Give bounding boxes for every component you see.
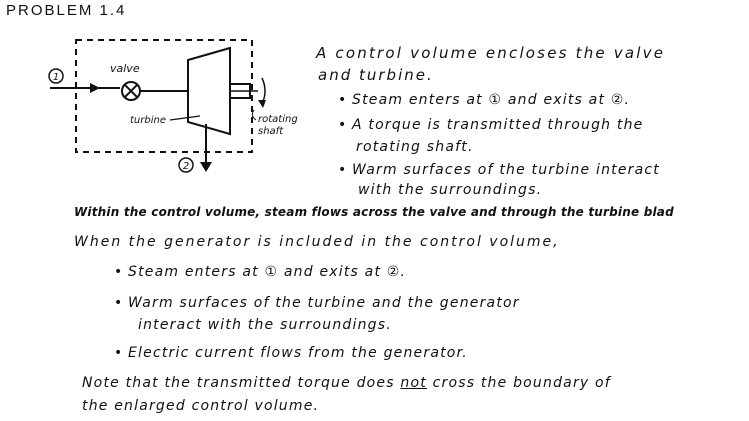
inlet-arrow-icon xyxy=(90,83,100,93)
rotation-arrow-icon xyxy=(258,100,266,108)
cv-bullet-2-cont: rotating shaft. xyxy=(356,139,474,155)
note-line-2: the enlarged control volume. xyxy=(82,398,320,414)
problem-title: PROBLEM 1.4 xyxy=(6,2,127,19)
gen-bullet-2: •Warm surfaces of the turbine and the ge… xyxy=(114,295,520,311)
control-volume-boundary xyxy=(75,39,253,153)
gen-bullet-1: •Steam enters at ① and exits at ②. xyxy=(114,264,407,280)
shaft-label-2: shaft xyxy=(258,126,284,137)
turbine-label: turbine xyxy=(130,115,166,126)
cv-intro-1: A control volume encloses the valve xyxy=(316,44,666,62)
note-emphasis: not xyxy=(400,375,427,391)
state-1-icon xyxy=(48,68,64,84)
cv-bullet-1: •Steam enters at ① and exits at ②. xyxy=(338,92,631,108)
state-2-icon xyxy=(178,157,194,173)
note-line-1: Note that the transmitted torque does no… xyxy=(82,375,611,391)
generator-intro: When the generator is included in the co… xyxy=(74,234,560,250)
state-1-label: 1 xyxy=(53,72,59,83)
cv-bullet-3: •Warm surfaces of the turbine interact xyxy=(338,162,660,178)
turbine-icon xyxy=(187,46,231,136)
shaft-label-1: rotating xyxy=(258,114,298,125)
control-volume-diagram: 1 valve turbine rotating shaft 2 xyxy=(48,39,298,173)
gen-bullet-2-cont: interact with the surroundings. xyxy=(138,317,392,333)
cv-bullet-3-cont: with the surroundings. xyxy=(358,182,543,198)
state-2-label: 2 xyxy=(183,161,189,172)
valve-label: valve xyxy=(110,62,140,75)
cv-bullet-2: •A torque is transmitted through the xyxy=(338,117,644,133)
within-cv-line: Within the control volume, steam flows a… xyxy=(74,205,674,219)
gen-bullet-3: •Electric current flows from the generat… xyxy=(114,345,468,361)
cv-intro-2: and turbine. xyxy=(318,66,434,84)
outlet-arrow-icon xyxy=(200,162,212,172)
